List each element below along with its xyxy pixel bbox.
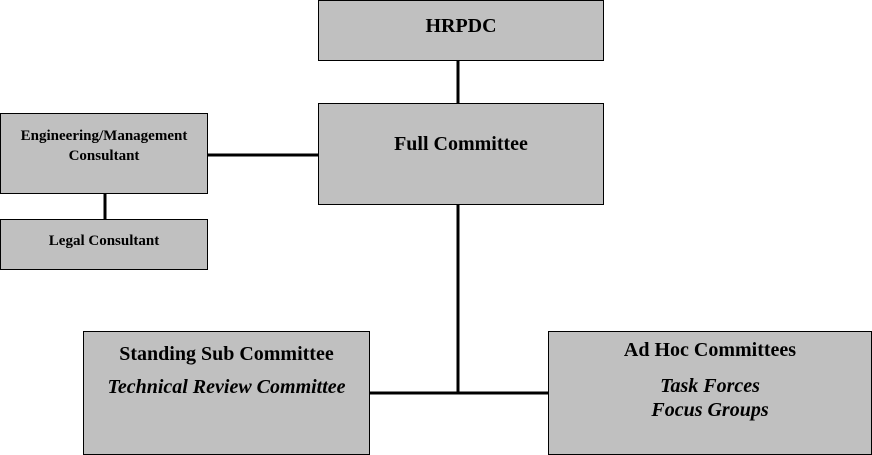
engineering-consultant-line2: Consultant bbox=[68, 148, 140, 164]
legal-consultant-title: Legal Consultant bbox=[48, 233, 160, 249]
legal-consultant-box: Legal Consultant bbox=[0, 219, 208, 270]
engineering-consultant-line1: Engineering/Management bbox=[20, 128, 188, 144]
hrpdc-title: HRPDC bbox=[425, 15, 497, 37]
full-committee-box: Full Committee bbox=[318, 103, 604, 205]
standing-sub-committee-box: Standing Sub Committee Technical Review … bbox=[83, 331, 370, 455]
hrpdc-box: HRPDC bbox=[318, 0, 604, 61]
ad-hoc-committees-box: Ad Hoc Committees Task Forces Focus Grou… bbox=[548, 331, 872, 455]
technical-review-committee-label: Technical Review Committee bbox=[107, 376, 346, 398]
task-forces-label: Task Forces bbox=[660, 375, 760, 397]
engineering-consultant-box: Engineering/Management Consultant bbox=[0, 113, 208, 194]
standing-sub-committee-title: Standing Sub Committee bbox=[119, 343, 334, 365]
full-committee-title: Full Committee bbox=[394, 133, 528, 155]
ad-hoc-committees-title: Ad Hoc Committees bbox=[623, 339, 797, 361]
focus-groups-label: Focus Groups bbox=[651, 399, 769, 421]
